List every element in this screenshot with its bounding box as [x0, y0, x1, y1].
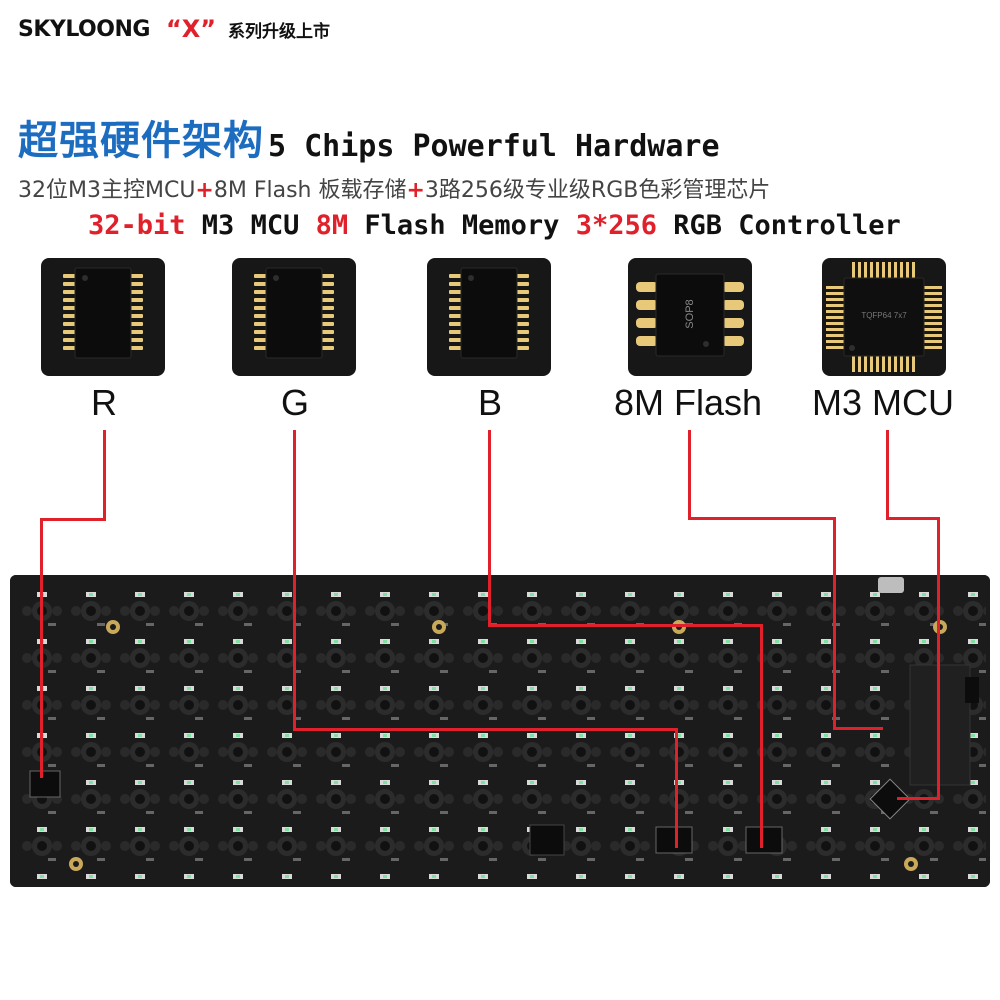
sop-chip-icon [63, 267, 143, 359]
flash-package-label: SOP8 [684, 299, 696, 329]
subtitle-part-3: 3路256级专业级RGB色彩管理芯片 [424, 178, 771, 203]
brand-header: SKYLOONG “X” 系列升级上市 [18, 14, 330, 44]
lead-b-vertical [488, 430, 491, 626]
lead-g-vertical [293, 430, 296, 730]
lead-r-horizontal [40, 518, 106, 521]
lead-flash-horizontal [688, 517, 836, 520]
sop8-chip-icon [636, 273, 744, 357]
spec-3x256: 3*256 [575, 210, 657, 241]
pcb-illustration [10, 575, 990, 887]
title-en: 5 Chips Powerful Hardware [268, 129, 720, 164]
lead-flash-vertical [688, 430, 691, 520]
lead-g-drop [675, 728, 678, 848]
title-cn: 超强硬件架构 [18, 118, 264, 164]
lead-g-horizontal [293, 728, 678, 731]
lead-r-drop [40, 518, 43, 778]
spec-flash: Flash Memory [348, 210, 576, 241]
lead-mcu-vertical [886, 430, 889, 520]
lead-b-horizontal [488, 624, 763, 627]
tqfp-chip-icon [826, 262, 942, 372]
lead-mcu-end [897, 797, 940, 800]
subtitle-plus-2: + [406, 178, 425, 203]
lead-flash-drop [833, 517, 836, 729]
lead-r-vertical [103, 430, 106, 520]
lead-flash-end [833, 727, 883, 730]
chip-r-image [41, 258, 165, 376]
sop-chip-icon [254, 267, 334, 359]
lead-mcu-horizontal [886, 517, 940, 520]
chip-label-r: R [91, 382, 117, 423]
chip-flash-image: SOP8 [628, 258, 752, 376]
chip-g-image [232, 258, 356, 376]
brand-tagline: 系列升级上市 [228, 21, 330, 42]
sop-chip-icon [449, 267, 529, 359]
spec-mcu: M3 MCU [185, 210, 316, 241]
chip-label-mcu: M3 MCU [812, 382, 954, 423]
pcb-board-image [10, 575, 990, 887]
subtitle-part-2: 8M Flash 板载存储 [213, 178, 407, 203]
chip-mcu-image: TQFP64 7x7 [822, 258, 946, 376]
brand-logo: SKYLOONG [18, 16, 150, 42]
spec-line: 32-bit M3 MCU 8M Flash Memory 3*256 RGB … [88, 210, 901, 241]
lead-mcu-drop [937, 517, 940, 799]
page-title: 超强硬件架构 5 Chips Powerful Hardware [18, 108, 720, 166]
subtitle-plus-1: + [195, 178, 214, 203]
chip-label-flash: 8M Flash [613, 382, 763, 423]
mcu-package-label: TQFP64 7x7 [861, 311, 907, 320]
chip-label-g: G [280, 382, 309, 423]
series-mark: “X” [165, 15, 216, 43]
spec-32bit: 32-bit [88, 210, 186, 241]
chip-b-image [427, 258, 551, 376]
subtitle: 32位M3主控MCU+8M Flash 板载存储+3路256级专业级RGB色彩管… [18, 172, 770, 204]
spec-8m: 8M [315, 210, 349, 241]
lead-b-drop [760, 624, 763, 848]
spec-rgb: RGB Controller [656, 210, 901, 241]
chip-label-b: B [477, 382, 502, 423]
subtitle-part-1: 32位M3主控MCU [18, 178, 196, 203]
